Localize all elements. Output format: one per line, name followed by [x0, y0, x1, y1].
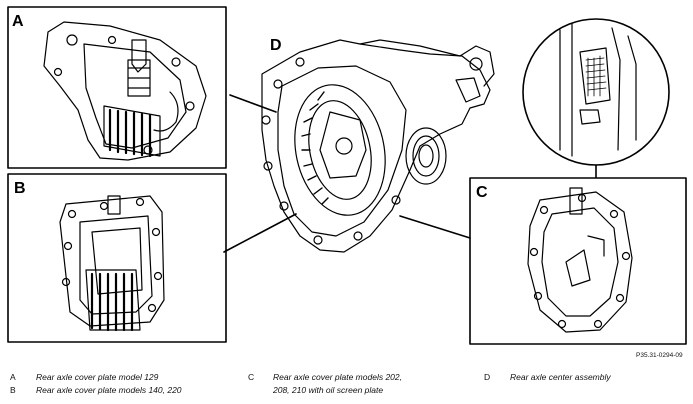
cover-plate-129-drawing — [43, 21, 207, 161]
legend-text-c-line1: Rear axle cover plate models 202, — [273, 372, 402, 382]
panel-a-frame — [7, 6, 227, 169]
label-c: C — [476, 184, 488, 201]
legend-text-b: Rear axle cover plate models 140, 220 — [36, 385, 182, 395]
legend-letter-d: D — [484, 372, 491, 382]
magnifier-circle — [522, 18, 670, 166]
legend-letter-b: B — [10, 385, 16, 395]
cover-plate-202-208-210-drawing — [527, 187, 633, 333]
label-a: A — [12, 13, 24, 30]
label-d: D — [270, 37, 282, 54]
rear-axle-center-assembly-drawing — [261, 39, 495, 253]
panel-b — [7, 173, 227, 343]
legend-text-c-line2: 208, 210 with oil screen plate — [273, 385, 384, 395]
cover-plate-140-220-drawing — [59, 195, 165, 332]
label-b: B — [14, 180, 26, 197]
legend-text-a: Rear axle cover plate model 129 — [36, 372, 159, 382]
panel-c — [469, 177, 687, 345]
legend-text-d: Rear axle center assembly — [510, 372, 611, 382]
panel-a — [7, 6, 227, 169]
leader-lines — [223, 94, 597, 253]
figure-reference-code: P35.31-0294-09 — [636, 352, 683, 359]
legend-letter-a: A — [10, 372, 16, 382]
panel-b-frame — [7, 173, 227, 343]
magnified-detail — [522, 18, 670, 166]
panel-c-frame — [469, 177, 687, 345]
legend-letter-c: C — [248, 372, 255, 382]
